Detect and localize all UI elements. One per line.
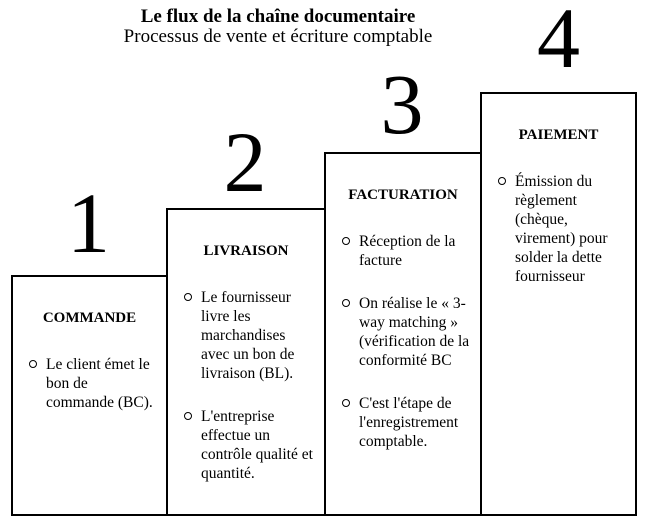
step-heading-livraison: LIVRAISON (203, 243, 289, 259)
bullet-list: Le fournisseur livre les marchandises av… (168, 288, 324, 483)
bullet-item: On réalise le « 3-way matching » (vérifi… (341, 294, 471, 370)
step-box-commande: COMMANDE Le client émet le bon de comman… (11, 275, 166, 516)
step-number-4: 4 (537, 0, 580, 86)
step-number-2: 2 (223, 114, 267, 210)
diagram-title: Le flux de la chaîne documentaire Proces… (38, 7, 518, 47)
step-number-3: 3 (380, 56, 424, 152)
circle-bullet-icon (342, 237, 350, 245)
circle-bullet-icon (342, 399, 350, 407)
circle-bullet-icon (184, 293, 192, 301)
bullet-item: C'est l'étape de l'enregistrement compta… (341, 394, 471, 451)
title-line1: Le flux de la chaîne documentaire (140, 6, 416, 27)
bullet-item: Le fournisseur livre les marchandises av… (183, 288, 315, 383)
step-box-livraison: LIVRAISON Le fournisseur livre les march… (166, 208, 324, 516)
circle-bullet-icon (498, 177, 506, 185)
title-subtitle: Processus de vente et écriture comptable (123, 26, 433, 47)
bullet-item: L'entreprise effectue un contrôle qualit… (183, 407, 315, 483)
step-number-1: 1 (67, 175, 110, 271)
bullet-list: Émission du règlement (chèque, virement)… (482, 172, 635, 286)
bullet-item: Émission du règlement (chèque, virement)… (497, 172, 626, 286)
step-heading-facturation: FACTURATION (348, 187, 458, 203)
bullet-text: Réception de la facture (359, 233, 456, 269)
step-heading-paiement: PAIEMENT (518, 127, 599, 143)
bullet-text: Le client émet le bon de commande (BC). (46, 356, 153, 411)
bullet-list: Réception de la facture On réalise le « … (326, 232, 480, 451)
circle-bullet-icon (342, 299, 350, 307)
bullet-item: Le client émet le bon de commande (BC). (28, 355, 157, 412)
circle-bullet-icon (29, 360, 37, 368)
step-heading-commande: COMMANDE (42, 310, 137, 326)
bullet-text: On réalise le « 3-way matching » (vérifi… (359, 295, 470, 369)
bullet-text: Émission du règlement (chèque, virement)… (515, 173, 608, 285)
bullet-item: Réception de la facture (341, 232, 471, 270)
bullet-list: Le client émet le bon de commande (BC). (13, 355, 166, 412)
step-box-paiement: PAIEMENT Émission du règlement (chèque, … (480, 92, 637, 516)
bullet-text: L'entreprise effectue un contrôle qualit… (201, 408, 313, 482)
circle-bullet-icon (184, 412, 192, 420)
step-box-facturation: FACTURATION Réception de la facture On r… (324, 152, 480, 516)
bullet-text: C'est l'étape de l'enregistrement compta… (359, 395, 459, 450)
bullet-text: Le fournisseur livre les marchandises av… (201, 289, 295, 382)
